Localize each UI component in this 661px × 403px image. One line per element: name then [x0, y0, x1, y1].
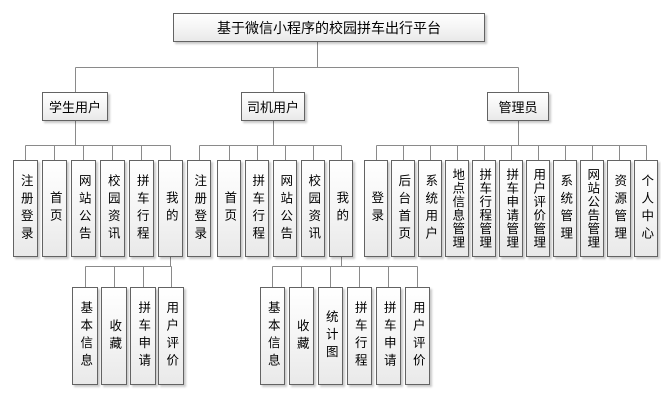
node-student-site-announcement: 网站公告: [71, 160, 96, 257]
node-admin-system-mgmt: 系统管理: [553, 160, 577, 257]
node-student-user-review: 用户评价: [158, 287, 184, 385]
node-admin-resource-mgmt: 资源管理: [607, 160, 631, 257]
node-driver-user: 司机用户: [241, 92, 305, 121]
node-driver-favorites: 收藏: [289, 287, 314, 385]
node-admin-carpool-trip-mgmt: 拼车行程管理: [472, 160, 496, 257]
node-driver-campus-news: 校园资讯: [301, 160, 325, 257]
node-student-mine: 我的: [158, 160, 183, 257]
node-admin-login: 登录: [364, 160, 388, 257]
node-admin-announcement-mgmt: 网站公告管理: [580, 160, 604, 257]
node-student-carpool-application: 拼车申请: [130, 287, 156, 385]
node-student-register-login: 注册登录: [13, 160, 38, 257]
node-admin-carpool-application-mgmt: 拼车申请管理: [499, 160, 523, 257]
node-driver-basic-info: 基本信息: [260, 287, 285, 385]
node-driver-site-announcement: 网站公告: [273, 160, 297, 257]
node-driver-statistics-chart: 统计图: [318, 287, 343, 385]
node-driver-carpool-trip: 拼车行程: [245, 160, 269, 257]
node-student-home: 首页: [42, 160, 67, 257]
node-student-campus-news: 校园资讯: [100, 160, 125, 257]
node-driver-carpool-trip-item: 拼车行程: [347, 287, 372, 385]
node-driver-user-review: 用户评价: [405, 287, 430, 385]
node-admin-backend-home: 后台首页: [391, 160, 415, 257]
node-root: 基于微信小程序的校园拼车出行平台: [173, 13, 485, 42]
node-admin-location-info-mgmt: 地点信息管理: [445, 160, 469, 257]
node-student-carpool-trip: 拼车行程: [129, 160, 154, 257]
node-driver-register-login: 注册登录: [187, 160, 211, 257]
node-driver-home: 首页: [217, 160, 241, 257]
node-student-basic-info: 基本信息: [72, 287, 98, 385]
node-admin-personal-center: 个人中心: [634, 160, 658, 257]
node-admin: 管理员: [487, 92, 549, 121]
node-admin-system-users: 系统用户: [418, 160, 442, 257]
node-student-user: 学生用户: [42, 92, 108, 121]
node-admin-user-review-mgmt: 用户评价管理: [526, 160, 550, 257]
node-student-favorites: 收藏: [101, 287, 127, 385]
node-driver-carpool-application: 拼车申请: [376, 287, 401, 385]
node-driver-mine: 我的: [329, 160, 353, 257]
